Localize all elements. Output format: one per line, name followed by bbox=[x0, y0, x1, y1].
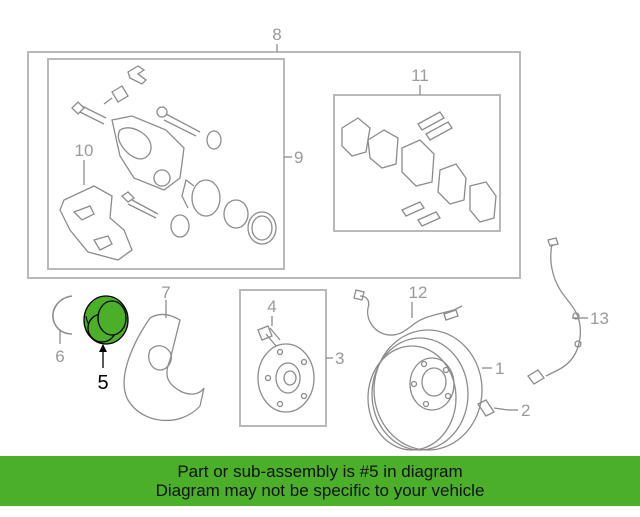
banner-line-1: Part or sub-assembly is #5 in diagram bbox=[177, 462, 463, 481]
callout-2: 2 bbox=[521, 401, 530, 420]
callout-12: 12 bbox=[409, 283, 428, 302]
abs-sensor bbox=[545, 243, 582, 377]
brake-pads bbox=[341, 111, 497, 227]
callout-10: 10 bbox=[75, 141, 94, 160]
dust-shield bbox=[123, 313, 205, 421]
caliper-parts bbox=[59, 65, 277, 261]
callout-3: 3 bbox=[335, 349, 344, 368]
callout-7: 7 bbox=[161, 283, 170, 302]
callout-1: 1 bbox=[495, 359, 504, 378]
callout-13: 13 bbox=[590, 309, 609, 328]
callout-8: 8 bbox=[272, 25, 281, 44]
hub-flange bbox=[257, 316, 315, 413]
wear-sensor-wire bbox=[359, 295, 463, 336]
brake-disc bbox=[367, 329, 492, 451]
group-8-box bbox=[27, 51, 521, 279]
group-9-box bbox=[47, 58, 285, 270]
callout-4: 4 bbox=[267, 297, 276, 316]
info-banner: Part or sub-assembly is #5 in diagram Di… bbox=[0, 456, 640, 506]
disc-screw bbox=[477, 399, 495, 417]
callout-11: 11 bbox=[411, 66, 429, 85]
callout-6: 6 bbox=[55, 347, 64, 366]
leader-5 bbox=[99, 344, 107, 368]
group-11-box bbox=[333, 94, 501, 232]
part-5-wheel-bearing[interactable] bbox=[83, 295, 129, 345]
callout-5: 5 bbox=[97, 372, 108, 394]
group-3-box bbox=[239, 289, 327, 427]
snap-ring bbox=[52, 295, 73, 335]
banner-line-2: Diagram may not be specific to your vehi… bbox=[155, 481, 485, 500]
callout-9: 9 bbox=[294, 148, 303, 167]
bearing-face bbox=[97, 300, 127, 336]
